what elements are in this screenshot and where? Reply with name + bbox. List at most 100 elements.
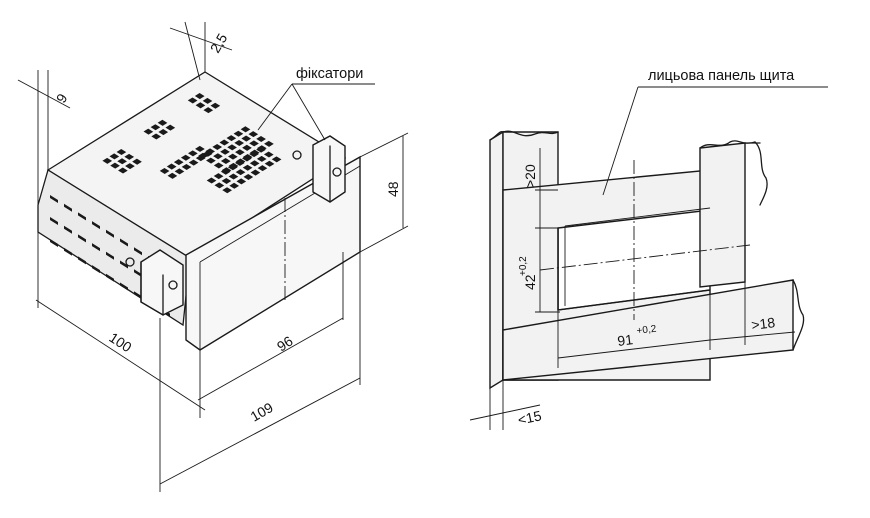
vent-slot xyxy=(202,97,213,104)
vent-slot xyxy=(118,167,128,174)
vent-slot xyxy=(198,152,208,159)
device-view: 9 2,5 фіксатори 48 100 xyxy=(17,21,409,492)
dim-9 xyxy=(17,70,71,205)
vent-slot xyxy=(214,182,225,189)
vent-slot xyxy=(213,153,223,160)
vent-slot xyxy=(256,146,266,153)
vent-slot xyxy=(220,158,231,165)
dim-109-label: 109 xyxy=(248,399,276,425)
vent-slot xyxy=(159,167,170,174)
vent-slot xyxy=(174,168,185,175)
vent-slot xyxy=(124,153,135,160)
vent-slot xyxy=(50,217,58,225)
vent-slot xyxy=(134,247,142,256)
vent-slot xyxy=(264,160,275,167)
vent-slot xyxy=(248,131,259,138)
latch-left xyxy=(125,249,184,316)
dim-2-5 xyxy=(169,21,233,81)
dim-9-label: 9 xyxy=(53,91,71,106)
vent-slot xyxy=(106,229,114,238)
vent-slot xyxy=(158,129,169,136)
vent-slot xyxy=(256,135,266,142)
vent-slot xyxy=(165,124,176,131)
dim-109 xyxy=(159,252,361,492)
vent-slot xyxy=(134,291,142,300)
vent-slot xyxy=(195,102,206,109)
vent-slot xyxy=(205,148,215,155)
vent-slot xyxy=(206,157,216,164)
vent-slot xyxy=(234,139,244,146)
vent-slot xyxy=(220,168,231,175)
vent-slot xyxy=(180,154,191,161)
vent-slot xyxy=(228,153,238,160)
vent-slot xyxy=(210,102,221,109)
dim-gt20-label: >20 xyxy=(522,164,538,188)
vent-slot xyxy=(242,164,253,171)
top-vent-slots xyxy=(102,93,282,194)
vent-slot xyxy=(150,124,161,131)
vent-slot xyxy=(134,269,142,278)
vent-slot xyxy=(242,144,252,151)
dim-42-label: 42 xyxy=(522,274,538,290)
vent-slot xyxy=(235,169,246,176)
vent-slot xyxy=(195,155,206,162)
vent-slot xyxy=(125,163,135,170)
vent-slot xyxy=(221,177,232,184)
vent-slot xyxy=(64,203,72,212)
vent-slot xyxy=(195,145,205,152)
vent-slot xyxy=(173,159,184,166)
dim-96 xyxy=(197,252,344,401)
vent-slot xyxy=(206,177,217,184)
vent-slot xyxy=(213,162,224,169)
latch-right xyxy=(292,135,346,203)
vent-slot xyxy=(256,155,267,162)
vent-slot xyxy=(249,151,259,158)
vent-slot xyxy=(120,282,128,291)
dim-42 xyxy=(535,228,560,313)
vent-slot xyxy=(203,107,214,114)
vent-slot xyxy=(102,157,113,164)
vent-slot xyxy=(202,150,213,157)
window-centerline-h xyxy=(539,244,751,271)
vent-slot xyxy=(64,225,72,234)
dim-gt18-label: >18 xyxy=(750,314,776,333)
vent-slot xyxy=(50,239,58,247)
vent-slot xyxy=(188,159,199,166)
vent-slot xyxy=(242,155,252,162)
latch-callout-label: фіксатори xyxy=(296,66,363,82)
vent-slot xyxy=(116,149,127,156)
vent-slot xyxy=(132,158,142,165)
panel-view: лицьова панель щита >20 42 +0,2 91 +0,2 … xyxy=(469,68,828,430)
vent-slot xyxy=(243,173,254,180)
vent-slot xyxy=(117,158,127,165)
vent-slot xyxy=(50,195,58,203)
vent-slot xyxy=(271,156,282,163)
vent-slot xyxy=(188,150,198,157)
vent-slot xyxy=(181,163,192,170)
vent-slot xyxy=(167,172,178,179)
panel-right-pillar xyxy=(699,142,746,288)
dim-gt18 xyxy=(709,282,796,345)
vent-slot xyxy=(110,162,120,169)
vent-slot xyxy=(227,144,237,151)
panel-callout-leader xyxy=(602,86,828,196)
vent-slot xyxy=(249,140,259,147)
vent-slot xyxy=(222,187,232,194)
dim-48-label: 48 xyxy=(385,181,401,197)
vent-slot xyxy=(228,173,239,180)
vent-slot xyxy=(235,149,245,156)
vent-slot xyxy=(78,256,86,265)
vent-slot xyxy=(78,234,86,243)
vent-slot xyxy=(236,178,247,185)
vent-slot xyxy=(151,133,162,140)
vent-slot xyxy=(219,139,230,146)
vent-slot xyxy=(120,260,128,269)
vent-slot xyxy=(120,238,128,247)
vent-slot xyxy=(78,212,86,221)
dim-96-label: 96 xyxy=(274,332,296,354)
vent-slot xyxy=(64,247,72,256)
dim-gt20 xyxy=(535,148,560,229)
vent-slot xyxy=(249,160,260,167)
vent-slot xyxy=(143,128,154,135)
